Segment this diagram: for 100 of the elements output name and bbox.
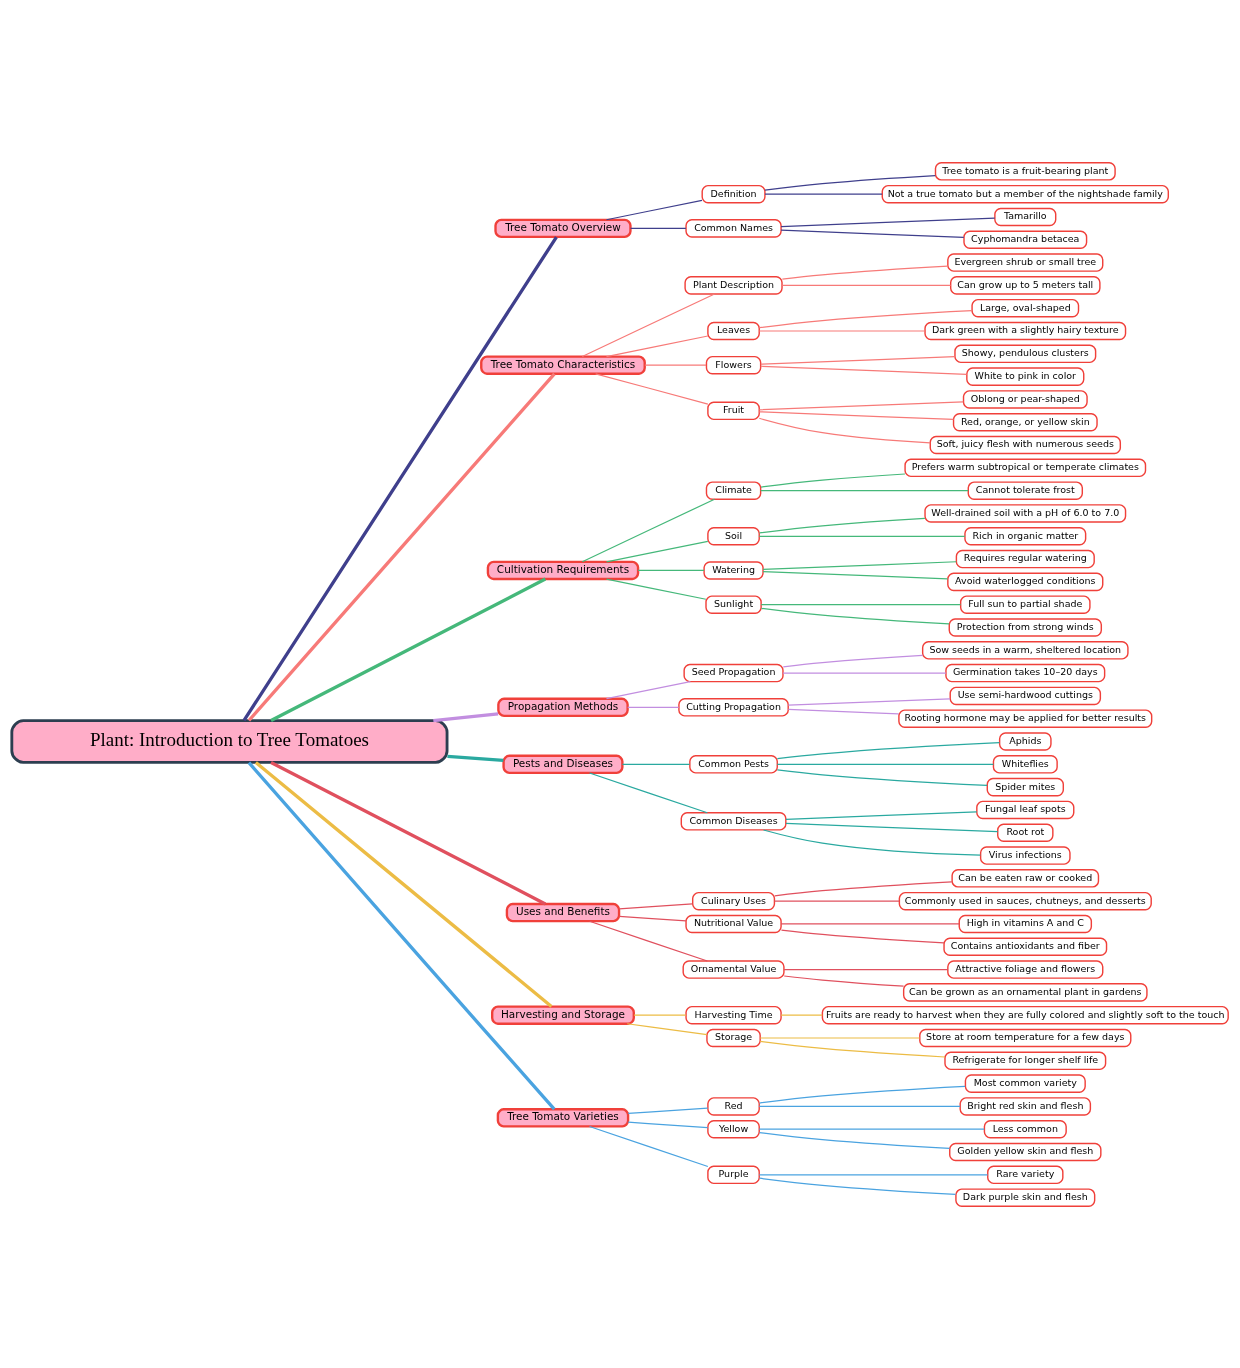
node-box: Evergreen shrub or small tree	[947, 252, 1104, 272]
connector	[270, 760, 547, 905]
connector	[774, 880, 953, 896]
node-box: Tree tomato is a fruit-bearing plant	[934, 161, 1116, 181]
node-box: Tamarillo	[994, 207, 1057, 226]
node-box: Attractive foliage and flowers	[947, 959, 1104, 979]
node-box: Showy, pendulous clusters	[954, 344, 1097, 363]
connector	[759, 1040, 946, 1058]
connector	[758, 329, 926, 332]
node-box: Protection from strong winds	[948, 617, 1103, 637]
node-box: Bright red skin and flesh	[959, 1096, 1092, 1116]
connector	[758, 1131, 951, 1149]
node-box: Fungal leaf spots	[976, 800, 1075, 819]
node-box: Fruits are ready to harvest when they are fully colored and slightly soft to the touch	[821, 1005, 1229, 1024]
node-box: Rich in organic matter	[964, 526, 1087, 546]
connector	[758, 517, 926, 533]
node-box: Sunlight	[705, 594, 762, 614]
node-box: Fruit	[707, 401, 760, 420]
node-box: Seed Propagation	[683, 663, 784, 682]
node-box: Soil	[707, 526, 760, 546]
connector	[764, 174, 936, 191]
node-box: Spider mites	[986, 777, 1064, 796]
node-box: Cultivation Requirements	[486, 560, 640, 580]
node-box: Uses and Benefits	[505, 902, 621, 922]
node-box: High in vitamins A and C	[958, 914, 1093, 933]
node-box: Can grow up to 5 meters tall	[949, 275, 1101, 295]
connector	[781, 265, 949, 280]
node-box: Plant Description	[684, 275, 783, 295]
connector	[595, 372, 709, 405]
connector	[618, 915, 687, 921]
node-box: Common Diseases	[680, 811, 787, 831]
node-box: Root rot	[997, 822, 1054, 842]
node-box: Large, oval-shaped	[971, 298, 1080, 317]
node-box: Common Names	[685, 218, 782, 238]
connector	[626, 1022, 708, 1035]
connector	[758, 1085, 966, 1104]
connector	[242, 235, 558, 721]
connector	[758, 535, 966, 537]
node-box: Red	[707, 1096, 760, 1116]
node-box: Cutting Propagation	[678, 697, 789, 717]
connector	[776, 768, 988, 786]
node-box: Most common variety	[964, 1073, 1086, 1093]
node-box: Can be grown as an ornamental plant in gardens	[902, 982, 1148, 1002]
connector	[780, 928, 945, 944]
node-box: Tree Tomato Varieties	[496, 1107, 630, 1128]
node-box: Cannot tolerate frost	[967, 480, 1084, 500]
node-box: Harvesting Time	[685, 1005, 782, 1024]
connector	[764, 193, 883, 195]
connector	[787, 708, 900, 714]
node-box: Common Pests	[689, 754, 778, 774]
connector	[581, 292, 716, 357]
node-box: Germination takes 10–20 days	[945, 663, 1106, 682]
node-box: Well-drained soil with a pH of 6.0 to 7.0	[924, 503, 1127, 523]
connector	[758, 410, 955, 420]
node-box: Dark green with a slightly hairy texture	[924, 321, 1127, 340]
connector	[782, 654, 924, 667]
connector	[760, 489, 969, 491]
connector	[758, 309, 973, 328]
connector	[621, 763, 691, 765]
node-box: Purple	[707, 1165, 760, 1184]
node-box: Storage	[706, 1028, 761, 1047]
node-box: Rooting hormone may be applied for better results	[898, 708, 1153, 728]
node-box: Use semi-hardwood cuttings	[949, 686, 1102, 705]
connector	[618, 902, 694, 909]
connector	[781, 284, 952, 286]
connector	[254, 760, 553, 1008]
connector	[644, 364, 707, 366]
connector	[760, 365, 968, 375]
connector	[758, 417, 931, 443]
connector	[762, 828, 981, 856]
node-box: Leaves	[707, 321, 760, 340]
connector	[630, 227, 687, 229]
node-box: Yellow	[707, 1119, 760, 1138]
connector	[776, 763, 995, 765]
node-box: Climate	[705, 480, 762, 500]
node-box: Prefers warm subtropical or temperate climates	[904, 458, 1147, 477]
connector	[762, 570, 949, 579]
node-box: Can be eaten raw or cooked	[951, 868, 1100, 888]
node-box: Watering	[703, 560, 764, 580]
node-box: Less common	[983, 1119, 1067, 1138]
connector	[780, 922, 960, 925]
node-box: Aphids	[998, 731, 1052, 751]
node-box: Store at room temperature for a few days	[919, 1028, 1132, 1047]
connector	[247, 761, 556, 1110]
node-box: Culinary Uses	[692, 891, 776, 910]
node-box: Soft, juicy flesh with numerous seeds	[929, 435, 1122, 454]
connector	[759, 1036, 921, 1039]
connector	[782, 672, 947, 674]
connector	[758, 1177, 957, 1195]
connector	[760, 355, 956, 365]
connector	[605, 540, 709, 562]
node-box: Contains antioxidants and fiber	[943, 937, 1108, 956]
node-box: Not a true tomato but a member of the nightshade family	[881, 184, 1170, 203]
connector	[433, 711, 499, 722]
connector	[787, 697, 951, 706]
node-box: Whiteflies	[992, 754, 1058, 774]
connector	[605, 334, 709, 357]
connector	[758, 1105, 961, 1107]
node-box: Red, orange, or yellow skin	[952, 412, 1098, 431]
connector	[773, 900, 900, 902]
